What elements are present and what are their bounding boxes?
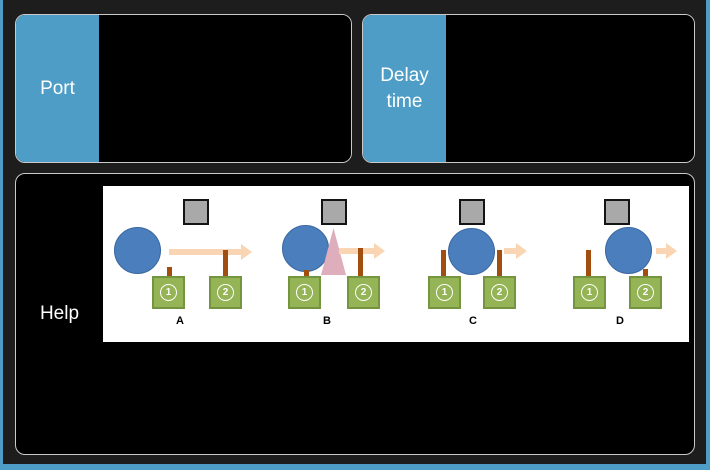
sensor1-box: 1 bbox=[152, 276, 185, 309]
delay-time-value-field[interactable] bbox=[446, 15, 694, 162]
port-label-button[interactable]: Port bbox=[16, 15, 99, 162]
sensor1-stem bbox=[304, 270, 309, 277]
object-circle bbox=[605, 227, 652, 274]
sensor2-stem bbox=[497, 250, 502, 276]
sensor1-box: 1 bbox=[288, 276, 321, 309]
object-circle bbox=[114, 227, 161, 274]
sensor2-number: 2 bbox=[355, 284, 372, 301]
scenario-a: 1 2 A bbox=[103, 186, 252, 342]
motion-arrow-icon bbox=[656, 243, 677, 259]
sensor2-stem bbox=[643, 269, 648, 276]
motion-arrow-icon bbox=[504, 243, 527, 259]
scenario-label: C bbox=[469, 315, 477, 327]
sensor1-stem bbox=[441, 250, 446, 276]
sensor1-number: 1 bbox=[296, 284, 313, 301]
scenario-c: 1 2 C bbox=[396, 186, 542, 342]
scenario-label: D bbox=[616, 315, 624, 327]
window-edge-left bbox=[0, 0, 3, 470]
port-value-field[interactable] bbox=[99, 15, 351, 162]
object-circle bbox=[282, 225, 329, 272]
sensor1-stem bbox=[167, 267, 172, 276]
sensor1-number: 1 bbox=[581, 284, 598, 301]
scenario-label: A bbox=[176, 315, 184, 327]
sensor2-box: 2 bbox=[209, 276, 242, 309]
help-panel: Help 1 2 A 1 bbox=[15, 173, 695, 455]
sensor1-box: 1 bbox=[573, 276, 606, 309]
sensor2-box: 2 bbox=[483, 276, 516, 309]
motion-arrow-icon bbox=[169, 244, 252, 260]
sensor2-number: 2 bbox=[637, 284, 654, 301]
port-panel: Port bbox=[15, 14, 352, 163]
sensor1-box: 1 bbox=[428, 276, 461, 309]
machine-square bbox=[321, 199, 347, 225]
sensor2-stem bbox=[358, 248, 363, 276]
sensor2-box: 2 bbox=[347, 276, 380, 309]
motion-arrow-icon bbox=[339, 243, 385, 259]
object-circle bbox=[448, 228, 495, 275]
scenario-label: B bbox=[323, 315, 331, 327]
window-edge-right bbox=[706, 0, 710, 470]
scenario-d: 1 2 D bbox=[543, 186, 689, 342]
delay-time-panel: Delay time bbox=[362, 14, 695, 163]
sensor2-number: 2 bbox=[217, 284, 234, 301]
sensor1-number: 1 bbox=[160, 284, 177, 301]
machine-square bbox=[459, 199, 485, 225]
delay-time-label-button[interactable]: Delay time bbox=[363, 15, 446, 162]
window-edge-bottom bbox=[0, 464, 710, 470]
help-label: Help bbox=[39, 303, 80, 324]
help-diagram-image: 1 2 A 1 2 B bbox=[103, 186, 689, 342]
machine-square bbox=[183, 199, 209, 225]
sensor2-stem bbox=[223, 250, 228, 276]
sensor2-number: 2 bbox=[491, 284, 508, 301]
sensor2-box: 2 bbox=[629, 276, 662, 309]
sensor1-stem bbox=[586, 250, 591, 276]
machine-square bbox=[604, 199, 630, 225]
scenario-b: 1 2 B bbox=[250, 186, 396, 342]
sensor1-number: 1 bbox=[436, 284, 453, 301]
